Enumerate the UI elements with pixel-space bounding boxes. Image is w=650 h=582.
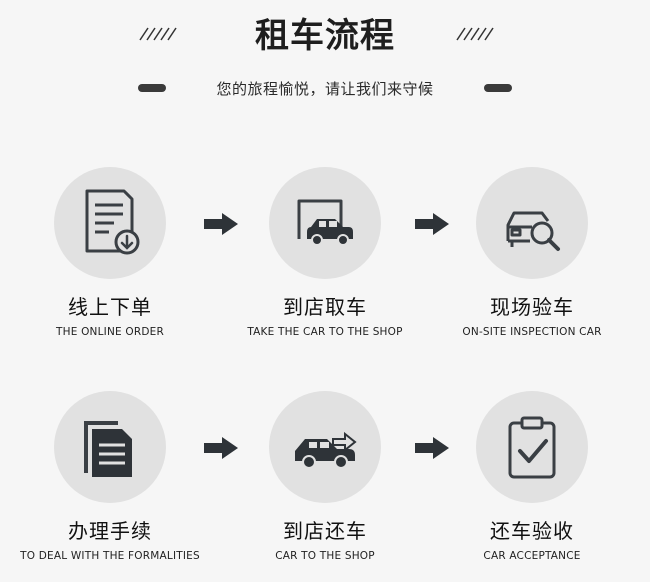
step-circle	[476, 391, 588, 503]
step-title: 办理手续	[68, 519, 152, 543]
car-return-icon	[295, 431, 357, 469]
step-subtitle: TAKE THE CAR TO THE SHOP	[247, 326, 403, 338]
step-formalities: 办理手续 TO DEAL WITH THE FORMALITIES	[10, 391, 210, 562]
step-title: 现场验车	[490, 295, 574, 319]
arrow-right-icon	[204, 437, 238, 459]
step-subtitle: TO DEAL WITH THE FORMALITIES	[20, 550, 200, 562]
decorative-slashes-left	[139, 27, 177, 41]
arrow-right-icon	[204, 213, 238, 235]
arrow-right-icon	[415, 437, 449, 459]
step-circle	[476, 167, 588, 279]
decorative-pill-right	[484, 84, 512, 92]
step-circle	[54, 167, 166, 279]
step-subtitle: ON-SITE INSPECTION CAR	[462, 326, 602, 338]
step-circle	[54, 391, 166, 503]
step-circle	[269, 167, 381, 279]
step-online-order: 线上下单 THE ONLINE ORDER	[10, 167, 210, 338]
car-magnifier-icon	[506, 211, 560, 251]
page-subtitle: 您的旅程愉悦，请让我们来守候	[216, 80, 434, 98]
step-title: 线上下单	[68, 295, 152, 319]
document-download-icon	[85, 189, 140, 255]
step-title: 到店还车	[283, 519, 367, 543]
step-subtitle: CAR ACCEPTANCE	[483, 550, 581, 562]
step-return-car: 到店还车 CAR TO THE SHOP	[225, 391, 425, 562]
clipboard-check-icon	[508, 416, 556, 479]
step-subtitle: CAR TO THE SHOP	[275, 550, 375, 562]
arrow-right-icon	[415, 213, 449, 235]
page-title: 租车流程	[255, 16, 395, 56]
step-circle	[269, 391, 381, 503]
subtitle-row: 您的旅程愉悦，请让我们来守候	[0, 78, 650, 98]
decorative-pill-left	[138, 84, 166, 92]
step-title: 到店取车	[283, 295, 367, 319]
documents-icon	[84, 421, 132, 477]
step-subtitle: THE ONLINE ORDER	[56, 326, 164, 338]
decorative-slashes-right	[456, 27, 494, 41]
step-acceptance: 还车验收 CAR ACCEPTANCE	[432, 391, 632, 562]
step-take-car: 到店取车 TAKE THE CAR TO THE SHOP	[225, 167, 425, 338]
step-title: 还车验收	[490, 519, 574, 543]
step-inspection: 现场验车 ON-SITE INSPECTION CAR	[432, 167, 632, 338]
car-garage-icon	[297, 199, 353, 246]
